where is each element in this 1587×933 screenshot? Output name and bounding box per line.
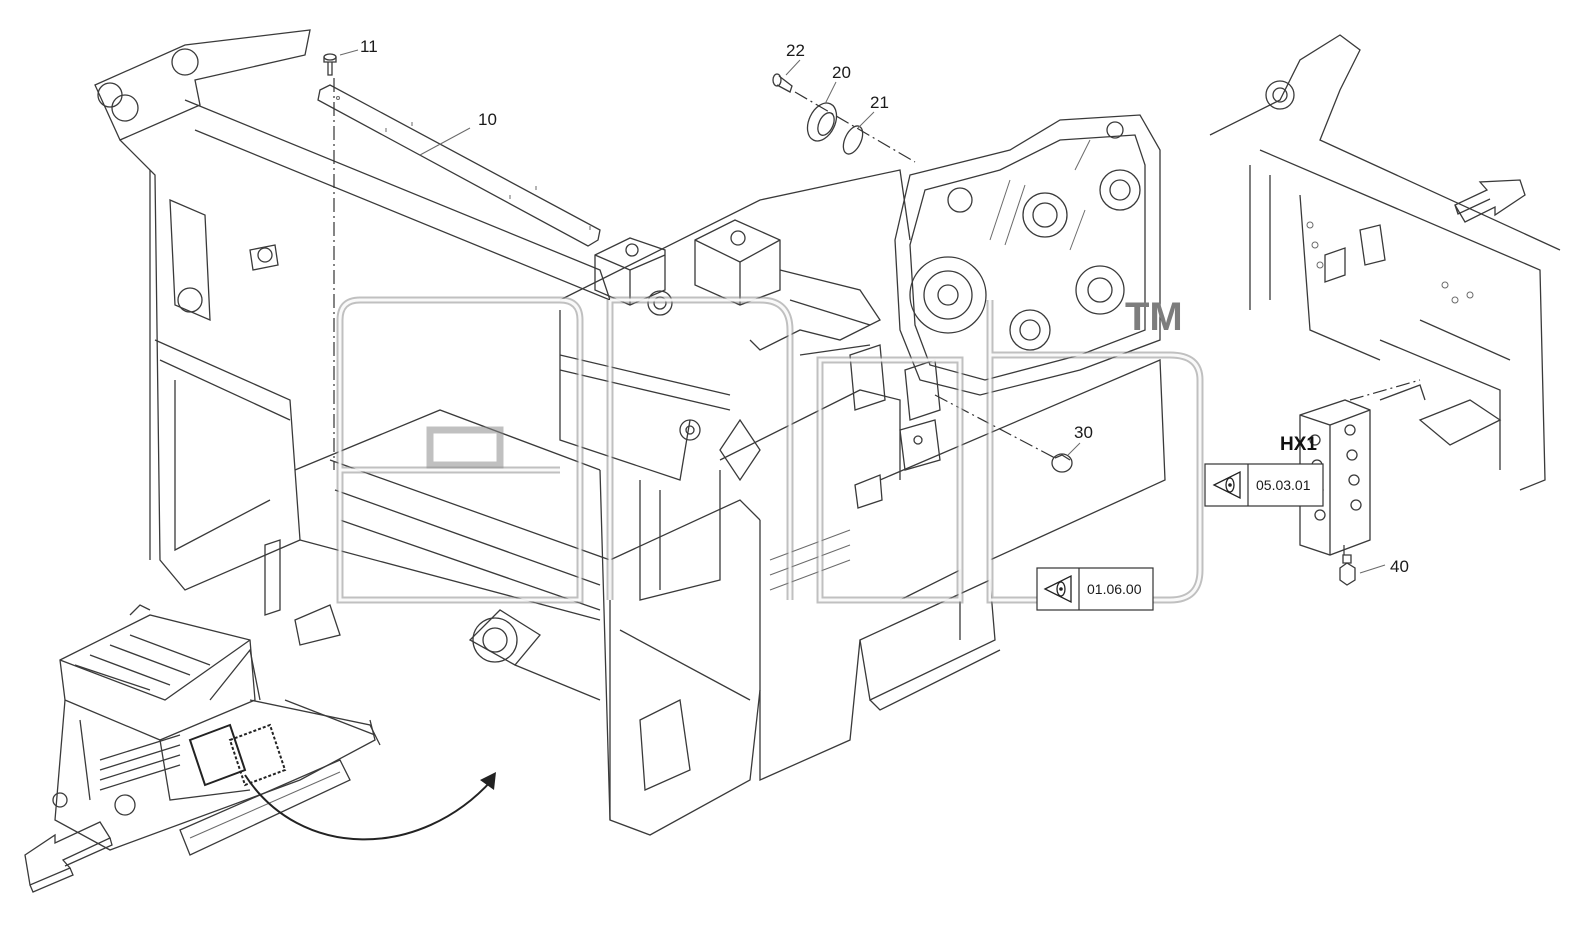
cover-plate-10 (317, 84, 601, 247)
fitting-40 (1339, 554, 1356, 586)
reference-code: 05.03.01 (1256, 477, 1311, 493)
flange-20 (806, 102, 838, 142)
view-arrow-icon-right (1454, 179, 1526, 223)
callout-10[interactable]: 10 (478, 110, 497, 129)
eye-icon (1043, 574, 1072, 604)
machine-overview (52, 604, 381, 856)
screw-11 (323, 53, 337, 76)
hx1-label: HX1 (1280, 434, 1317, 455)
leader-lines (339, 49, 1386, 574)
plug-30 (1051, 453, 1073, 473)
callout-11[interactable]: 11 (360, 37, 378, 56)
screw-22 (772, 73, 793, 93)
reference-box-01-06-00[interactable]: 01.06.00 (1036, 567, 1154, 611)
right-frame (1209, 34, 1561, 491)
callout-21[interactable]: 21 (870, 93, 889, 112)
callout-40[interactable]: 40 (1390, 557, 1409, 576)
callout-30[interactable]: 30 (1074, 423, 1093, 442)
eye-icon (1212, 470, 1241, 500)
callout-20[interactable]: 20 (832, 63, 851, 82)
left-frame (94, 29, 612, 820)
reference-box-05-03-01[interactable]: 05.03.01 (1204, 463, 1324, 507)
assembly-axes (333, 78, 1421, 555)
watermark-logo: TM (336, 295, 1204, 604)
callout-22[interactable]: 22 (786, 41, 805, 60)
trademark-mark: TM (1125, 295, 1183, 339)
reference-code: 01.06.00 (1087, 581, 1142, 597)
o-ring-21 (842, 125, 864, 155)
bracket-30 (849, 344, 941, 509)
view-arrow-icon (24, 821, 113, 893)
center-frame (559, 169, 1166, 836)
zoom-arrow (244, 772, 496, 841)
